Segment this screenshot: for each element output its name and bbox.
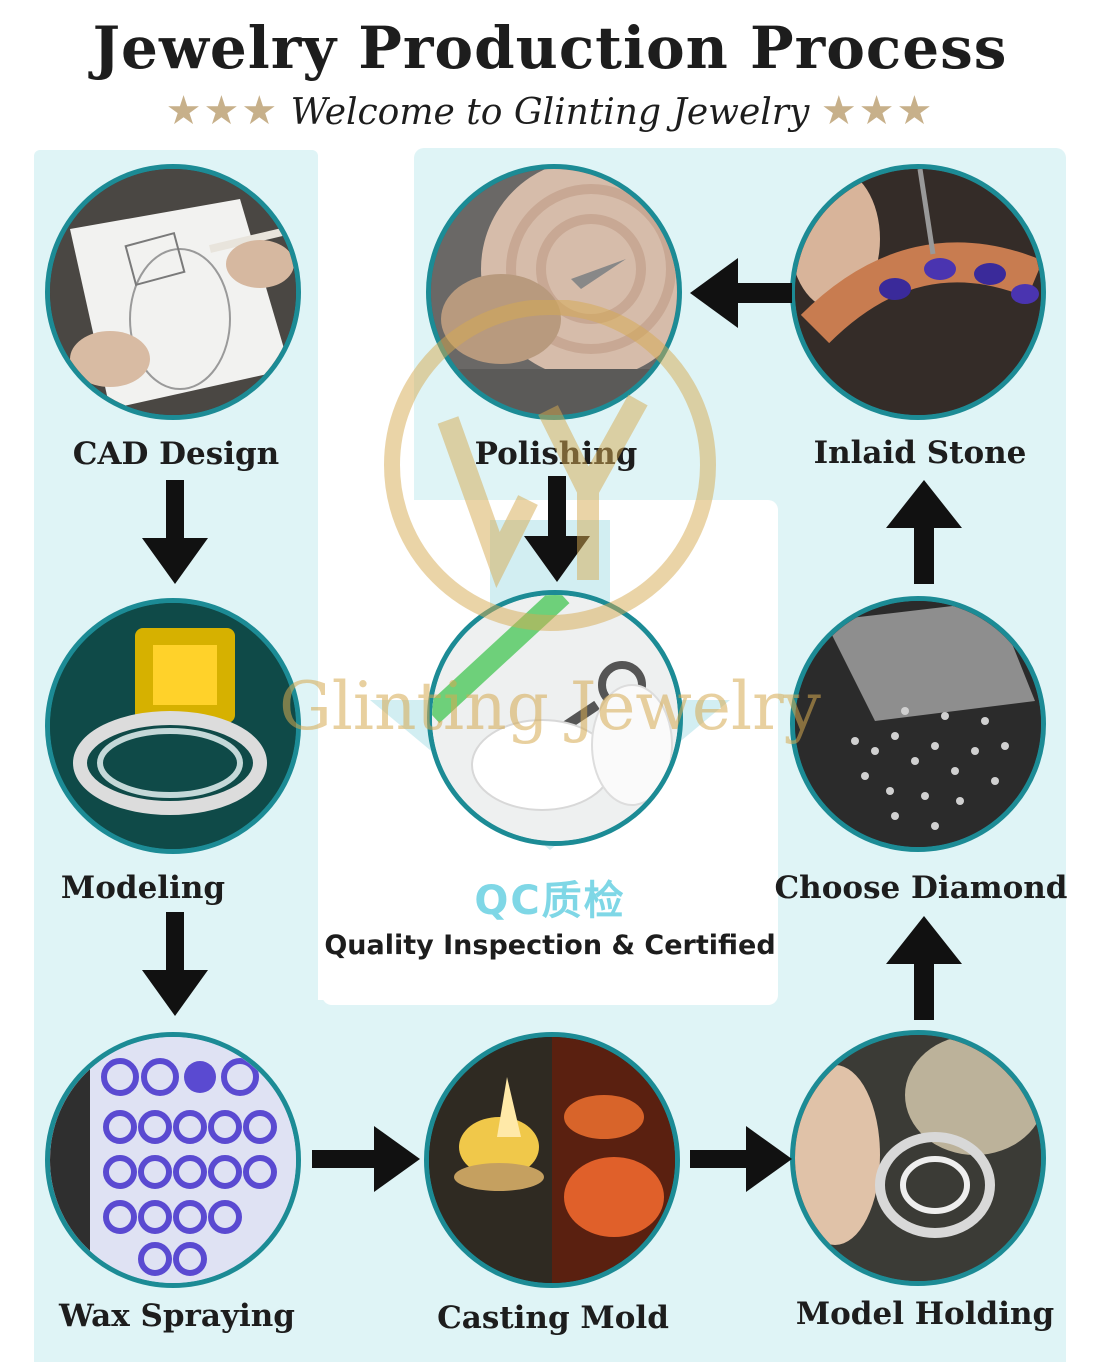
star-icon-group-right: ★★★	[820, 88, 935, 134]
arrow-down-icon	[524, 476, 590, 582]
page-subtitle: ★★★ Welcome to Glinting Jewelry ★★★	[0, 88, 1100, 134]
qc-label: Quality Inspection & Certified	[324, 930, 776, 961]
cad-design-label: CAD Design	[72, 436, 280, 472]
arrow-up-icon	[886, 480, 962, 584]
model-holding-image	[790, 1030, 1046, 1286]
inlaid-stone-label: Inlaid Stone	[813, 435, 1027, 471]
subtitle-text: Welcome to Glinting Jewelry	[290, 92, 810, 133]
arrow-right-icon	[690, 1126, 792, 1192]
modeling-image	[45, 598, 301, 854]
star-icon-group-left: ★★★	[165, 88, 280, 134]
page-title: Jewelry Production Process	[92, 14, 1008, 82]
choose-diamond-image	[790, 596, 1046, 852]
wax-spraying-label: Wax Spraying	[59, 1298, 295, 1334]
casting-mold-label: Casting Mold	[437, 1300, 669, 1336]
qc-code-label: QC质检	[474, 878, 626, 924]
arrow-right-icon	[312, 1126, 420, 1192]
arrow-left-icon	[690, 258, 792, 328]
choose-diamond-label: Choose Diamond	[774, 870, 1068, 906]
arrow-down-icon	[142, 912, 208, 1016]
inlaid-stone-image	[790, 164, 1046, 420]
wax-spraying-image	[45, 1032, 301, 1288]
brand-logo-watermark-icon	[384, 300, 716, 631]
brand-watermark-text: Glinting Jewelry	[279, 668, 821, 745]
arrow-up-icon	[886, 916, 962, 1020]
arrow-down-icon	[142, 480, 208, 584]
modeling-label: Modeling	[60, 870, 226, 906]
cad-design-image	[45, 164, 301, 420]
qc-inspection-image	[427, 590, 683, 846]
model-holding-label: Model Holding	[795, 1296, 1055, 1332]
casting-mold-image	[424, 1032, 680, 1288]
